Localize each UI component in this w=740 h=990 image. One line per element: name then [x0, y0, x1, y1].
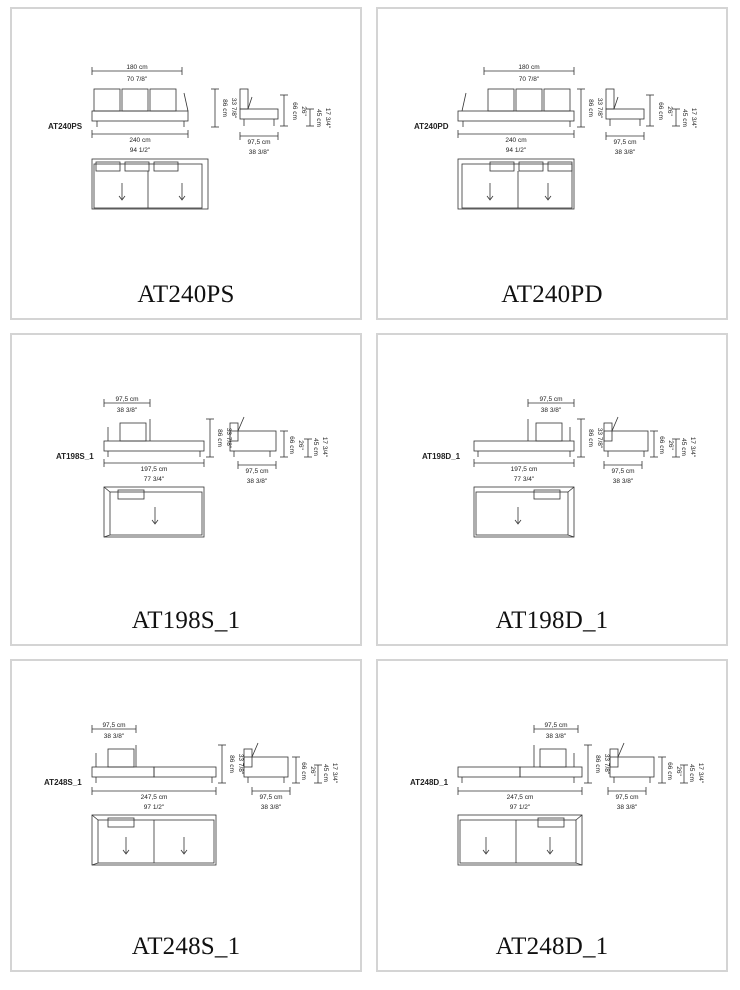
height-cm: 86 cm — [587, 429, 594, 447]
width-cm: 240 cm — [129, 137, 150, 144]
side-h1-in: 26" — [666, 106, 673, 116]
width-cm: 197,5 cm — [141, 466, 168, 473]
depth-cm: 97,5 cm — [259, 794, 282, 801]
panel-at240pd: 180 cm 70 7/8" AT240PD 86 cm 33 7/8" 240… — [376, 7, 728, 320]
depth-cm: 97,5 cm — [611, 468, 634, 475]
panel-title: AT198S_1 — [131, 607, 241, 634]
side-h1-cm: 66 cm — [666, 762, 673, 780]
panel-title: AT248D_1 — [495, 933, 609, 960]
drawing-at198d-1: 97,5 cm 38 3/8" AT198D_1 86 cm 33 7/8" 1… — [422, 396, 696, 538]
height-in: 33 7/8" — [230, 98, 237, 119]
height-cm: 86 cm — [221, 99, 228, 117]
drawing-at248d-1: 97,5 cm 38 3/8" AT248D_1 86 cm 33 7/8" 2… — [410, 722, 704, 866]
height-in: 33 7/8" — [596, 98, 603, 119]
top-dim-in: 38 3/8" — [117, 407, 138, 414]
side-h1-cm: 66 cm — [658, 436, 665, 454]
height-in: 33 7/8" — [596, 428, 603, 449]
side-h1-cm: 66 cm — [288, 436, 295, 454]
width-in: 94 1/2" — [130, 147, 151, 154]
depth-cm: 97,5 cm — [615, 794, 638, 801]
drawing-at198s-1: 97,5 cm 38 3/8" AT198S_1 86 cm 33 7/8" 1… — [56, 396, 328, 538]
top-dim-cm: 97,5 cm — [102, 722, 125, 729]
top-dim-in: 70 7/8" — [519, 76, 540, 83]
depth-in: 38 3/8" — [261, 804, 282, 811]
top-dim-cm: 97,5 cm — [115, 396, 138, 403]
side-h1-in: 26" — [309, 766, 316, 776]
drawing-at240ps: 180 cm 70 7/8" AT240PS 86 cm 33 7/8" 240… — [48, 64, 331, 210]
panel-at248d-1: 97,5 cm 38 3/8" AT248D_1 86 cm 33 7/8" 2… — [376, 659, 728, 972]
side-h1-cm: 66 cm — [291, 102, 298, 120]
depth-in: 38 3/8" — [249, 149, 270, 156]
model-code: AT240PD — [414, 122, 449, 131]
seat-in: 17 3/4" — [331, 763, 338, 784]
depth-cm: 97,5 cm — [247, 139, 270, 146]
side-h1-cm: 66 cm — [300, 762, 307, 780]
seat-in: 17 3/4" — [697, 763, 704, 784]
top-dim-in: 38 3/8" — [104, 733, 125, 740]
model-code: AT240PS — [48, 122, 83, 131]
seat-cm: 45 cm — [681, 109, 688, 127]
depth-in: 38 3/8" — [617, 804, 638, 811]
seat-cm: 45 cm — [315, 109, 322, 127]
model-code: AT248D_1 — [410, 778, 449, 787]
top-dim-in: 38 3/8" — [546, 733, 567, 740]
side-h1-in: 26" — [300, 106, 307, 116]
width-in: 94 1/2" — [506, 147, 527, 154]
side-h1-in: 26" — [675, 766, 682, 776]
height-in: 33 7/8" — [225, 428, 232, 449]
model-code: AT198D_1 — [422, 452, 461, 461]
height-cm: 86 cm — [228, 755, 235, 773]
side-h1-in: 26" — [667, 440, 674, 450]
height-in: 33 7/8" — [603, 754, 610, 775]
panel-at240ps: 180 cm 70 7/8" AT240PS 86 cm 33 7/8" 240… — [10, 7, 362, 320]
width-in: 97 1/2" — [144, 804, 165, 811]
width-cm: 247,5 cm — [507, 794, 534, 801]
side-h1-cm: 66 cm — [657, 102, 664, 120]
width-in: 77 3/4" — [144, 476, 165, 483]
seat-in: 17 3/4" — [689, 437, 696, 458]
height-cm: 86 cm — [594, 755, 601, 773]
seat-cm: 45 cm — [680, 438, 687, 456]
drawing-at248s-1: 97,5 cm 38 3/8" AT248S_1 86 cm 33 7/8" 2… — [44, 722, 338, 866]
top-dim-cm: 97,5 cm — [539, 396, 562, 403]
top-dim-cm: 180 cm — [518, 64, 539, 71]
panel-title: AT240PD — [501, 281, 603, 308]
seat-cm: 45 cm — [688, 764, 695, 782]
seat-in: 17 3/4" — [321, 437, 328, 458]
width-cm: 197,5 cm — [511, 466, 538, 473]
depth-in: 38 3/8" — [615, 149, 636, 156]
width-cm: 247,5 cm — [141, 794, 168, 801]
model-code: AT248S_1 — [44, 778, 82, 787]
height-cm: 86 cm — [216, 429, 223, 447]
panel-title: AT198D_1 — [495, 607, 609, 634]
panel-at248s-1: 97,5 cm 38 3/8" AT248S_1 86 cm 33 7/8" 2… — [10, 659, 362, 972]
width-in: 97 1/2" — [510, 804, 531, 811]
top-dim-cm: 97,5 cm — [544, 722, 567, 729]
seat-in: 17 3/4" — [324, 108, 331, 129]
depth-cm: 97,5 cm — [613, 139, 636, 146]
drawing-at240pd: 180 cm 70 7/8" AT240PD 86 cm 33 7/8" 240… — [414, 64, 697, 210]
width-cm: 240 cm — [505, 137, 526, 144]
top-dim-cm: 180 cm — [126, 64, 147, 71]
depth-cm: 97,5 cm — [245, 468, 268, 475]
model-code: AT198S_1 — [56, 452, 94, 461]
top-dim-in: 38 3/8" — [541, 407, 562, 414]
seat-cm: 45 cm — [312, 438, 319, 456]
side-h1-in: 26" — [297, 440, 304, 450]
panel-title: AT240PS — [137, 281, 235, 308]
top-dim-in: 70 7/8" — [127, 76, 148, 83]
height-cm: 86 cm — [587, 99, 594, 117]
panel-title: AT248S_1 — [131, 933, 241, 960]
height-in: 33 7/8" — [237, 754, 244, 775]
seat-in: 17 3/4" — [690, 108, 697, 129]
width-in: 77 3/4" — [514, 476, 535, 483]
depth-in: 38 3/8" — [613, 478, 634, 485]
panel-at198s-1: 97,5 cm 38 3/8" AT198S_1 86 cm 33 7/8" 1… — [10, 333, 362, 646]
seat-cm: 45 cm — [322, 764, 329, 782]
depth-in: 38 3/8" — [247, 478, 268, 485]
panel-at198d-1: 97,5 cm 38 3/8" AT198D_1 86 cm 33 7/8" 1… — [376, 333, 728, 646]
